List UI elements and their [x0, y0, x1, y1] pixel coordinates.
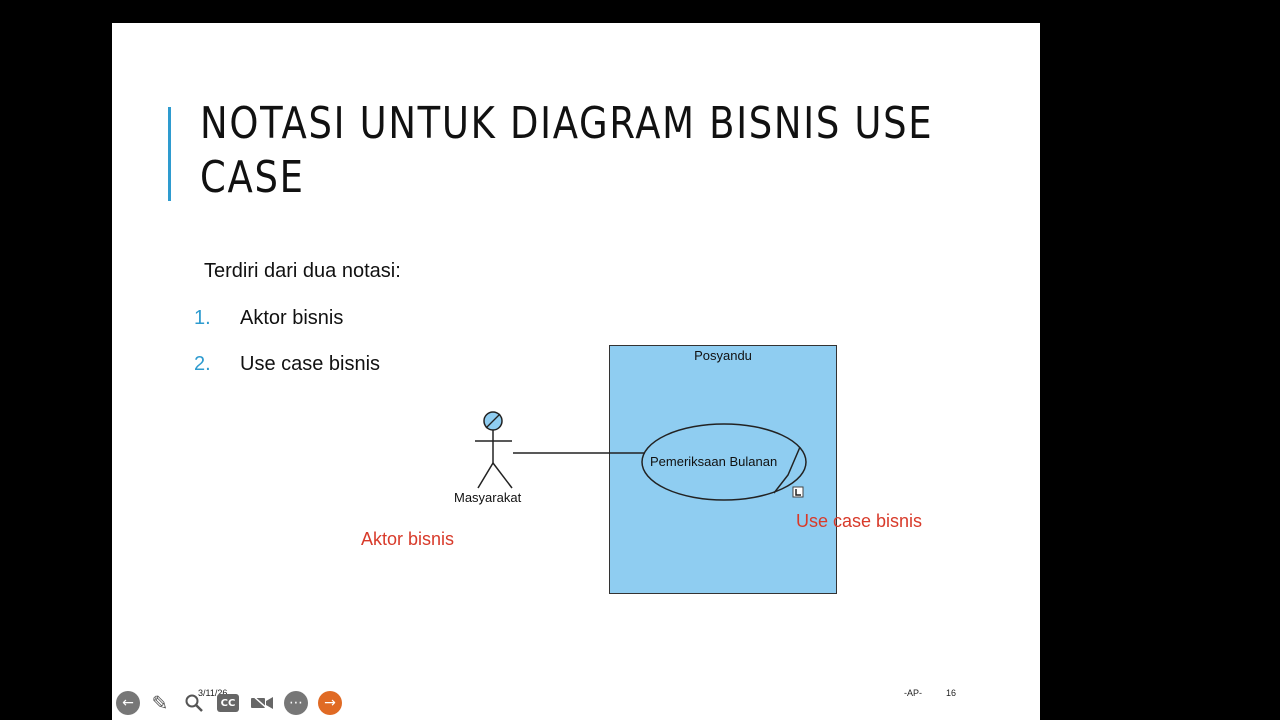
- actor-left-leg: [477, 462, 494, 489]
- annotation-stroke: [773, 446, 801, 494]
- use-case-label: Pemeriksaan Bulanan: [650, 454, 778, 469]
- system-name: Posyandu: [694, 348, 752, 363]
- footer-date: 3/11/26: [198, 688, 228, 698]
- callout-use-case: Use case bisnis: [796, 511, 923, 531]
- camera-icon[interactable]: [250, 691, 274, 715]
- list-number: 2.: [194, 353, 211, 375]
- list-item: 1. Aktor bisnis: [194, 307, 343, 330]
- diagram-drawing: [475, 411, 807, 501]
- system-boundary-box: Posyandu: [609, 345, 837, 594]
- footer-author: -AP-: [904, 688, 922, 698]
- pen-icon[interactable]: ✎: [151, 691, 169, 715]
- slide-title: NOTASI UNTUK DIAGRAM BISNIS USE CASE: [200, 97, 934, 205]
- actor-right-leg: [492, 462, 513, 489]
- more-icon[interactable]: ⋯: [284, 691, 308, 715]
- captions-icon[interactable]: CC: [217, 694, 239, 712]
- list-item: 2. Use case bisnis: [194, 353, 380, 376]
- title-line-2: CASE: [200, 152, 305, 203]
- zoom-icon[interactable]: [182, 691, 206, 715]
- actor-head-slash: [485, 413, 501, 429]
- list-number: 1.: [194, 307, 211, 329]
- list-text: Aktor bisnis: [240, 307, 344, 329]
- intro-text: Terdiri dari dua notasi:: [204, 260, 401, 282]
- next-icon[interactable]: →: [318, 691, 342, 715]
- page-number: 16: [946, 688, 957, 698]
- use-case-ellipse: [641, 423, 807, 501]
- slide: NOTASI UNTUK DIAGRAM BISNIS USE CASE Ter…: [112, 23, 1040, 720]
- actor-label: Masyarakat: [454, 490, 522, 505]
- list-text: Use case bisnis: [240, 353, 381, 375]
- title-line-1: NOTASI UNTUK DIAGRAM BISNIS USE: [200, 98, 934, 149]
- cursor-icon: [792, 486, 804, 498]
- back-icon[interactable]: ←: [116, 691, 140, 715]
- title-accent-bar: [168, 107, 171, 201]
- callout-actor: Aktor bisnis: [361, 529, 455, 549]
